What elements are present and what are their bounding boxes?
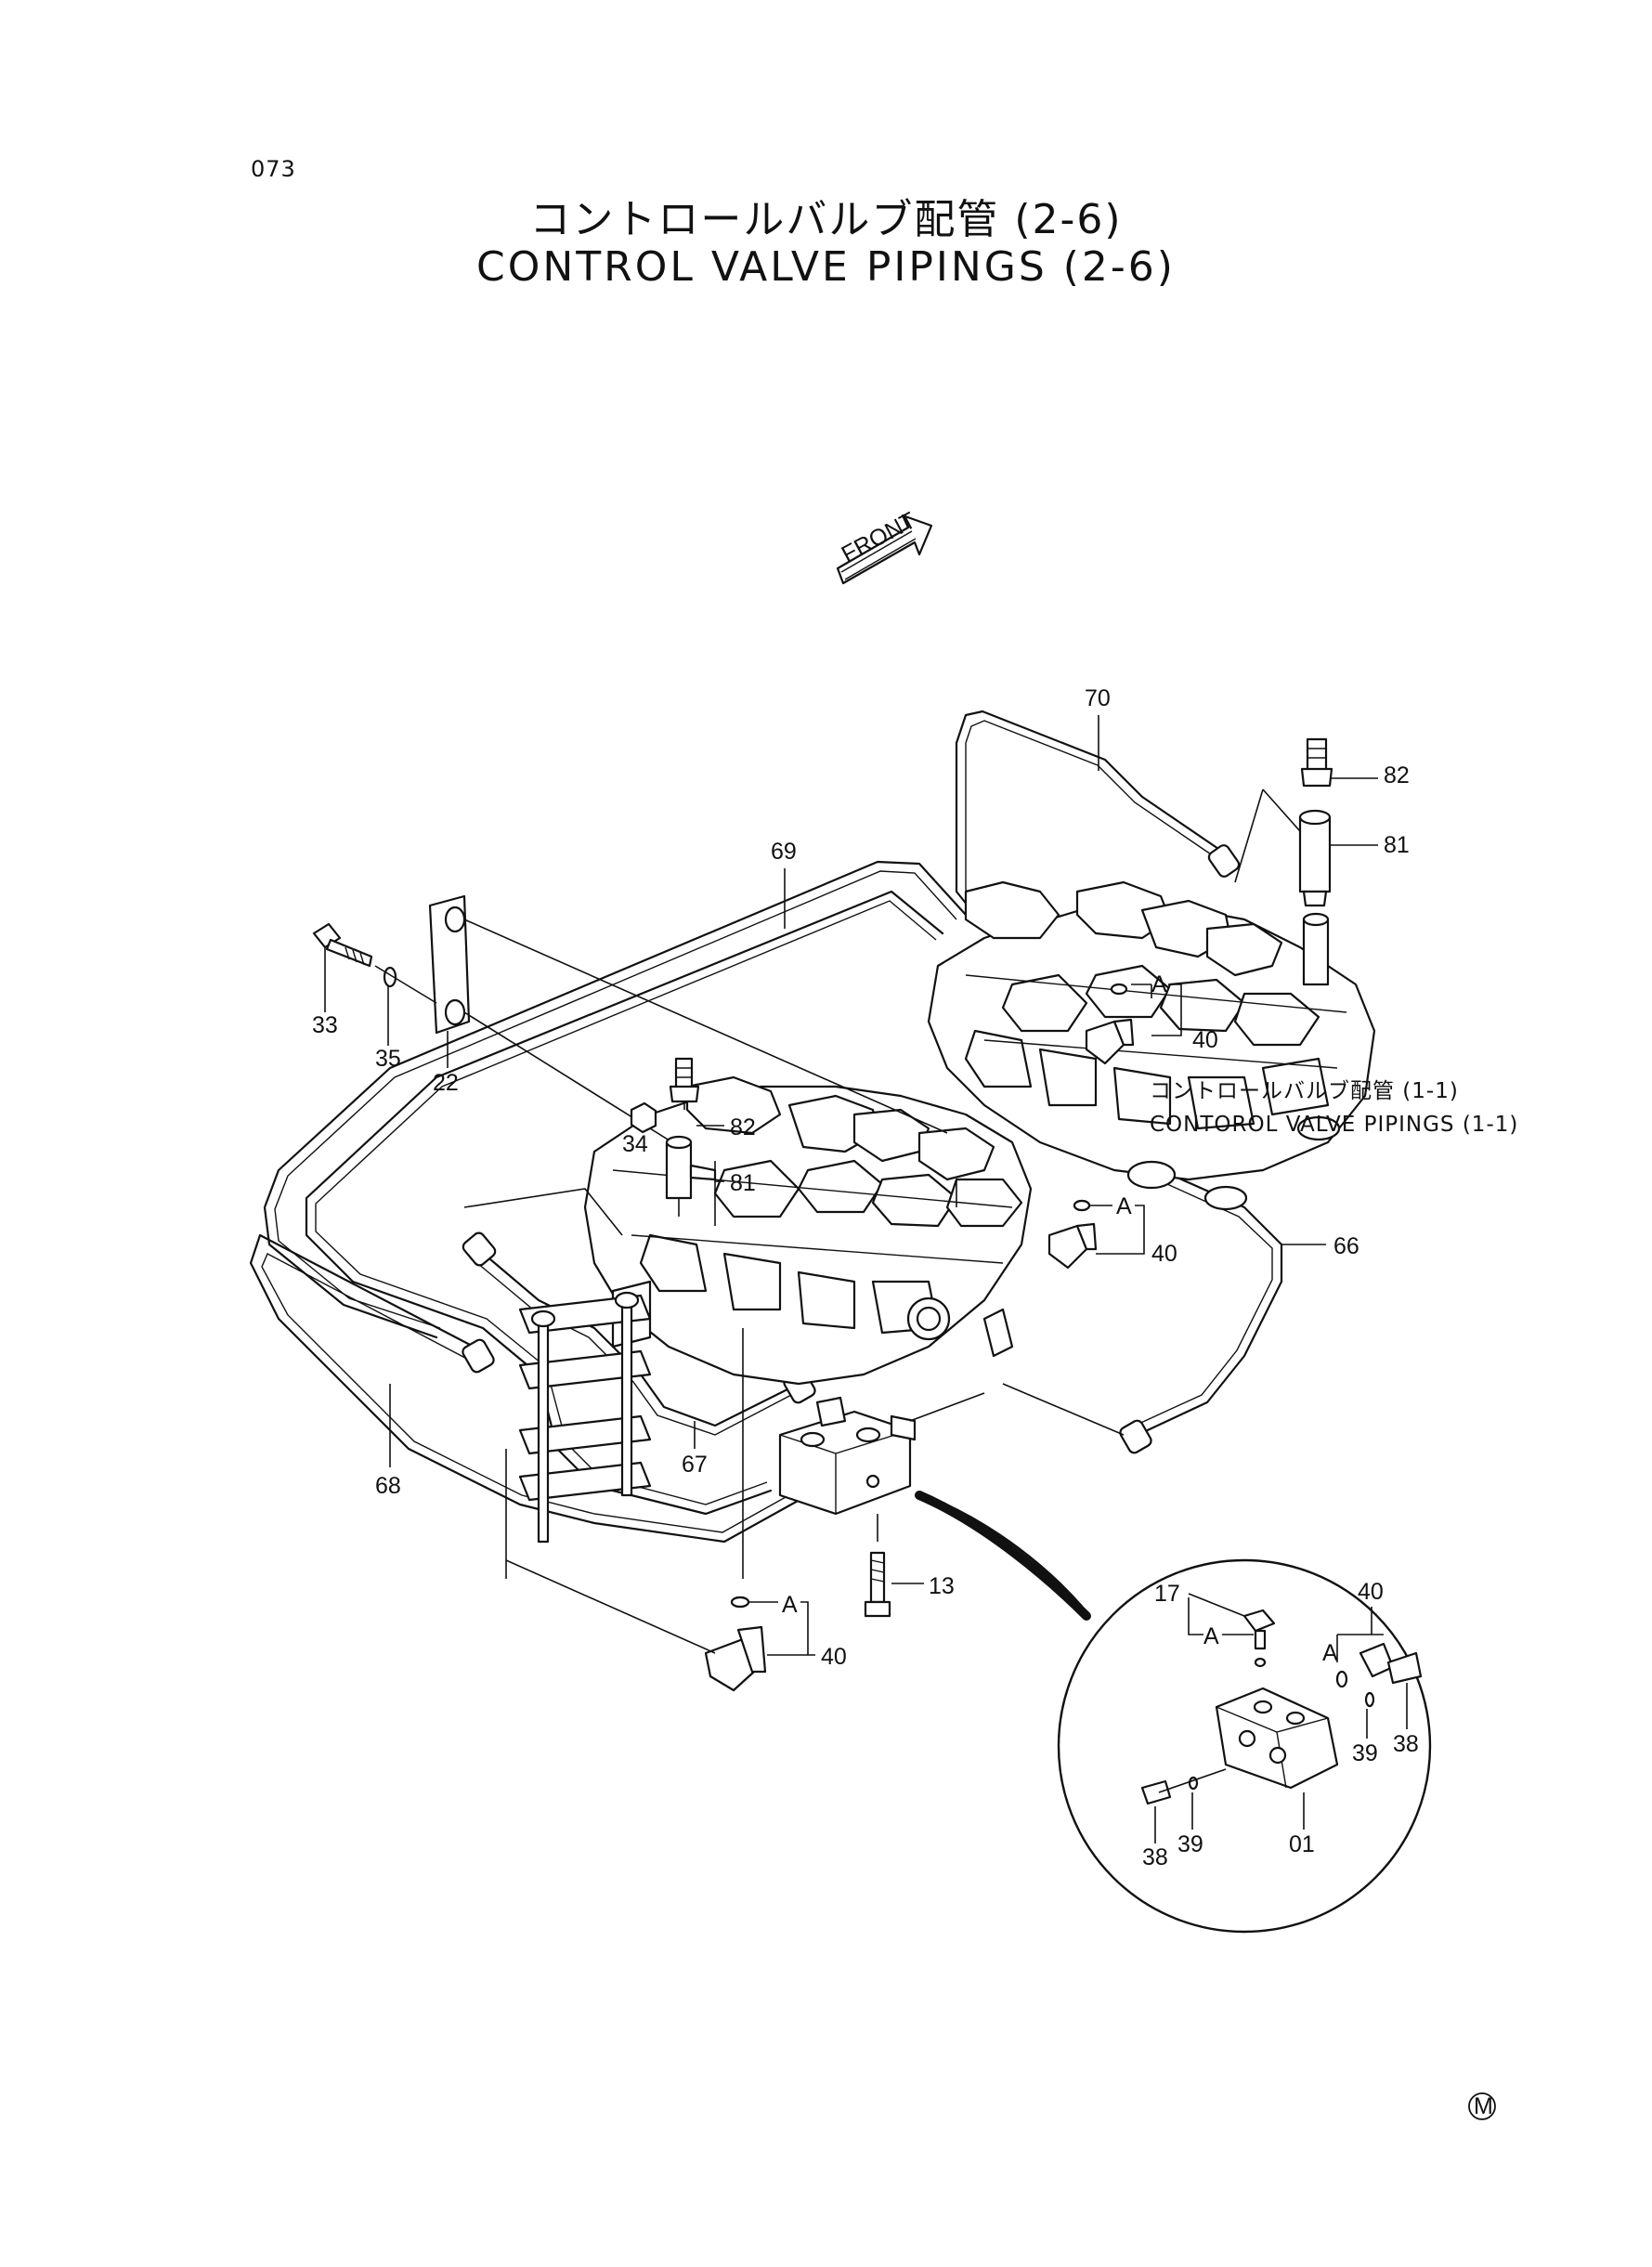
part-label-81-front: 81 xyxy=(730,1170,756,1196)
part-label-39-right: 39 xyxy=(1352,1740,1378,1766)
nut-34 xyxy=(630,1101,657,1134)
svg-text:A: A xyxy=(1116,1193,1132,1219)
part-label-67: 67 xyxy=(682,1452,708,1478)
part-label-22: 22 xyxy=(433,1070,459,1096)
elbow-40-middle xyxy=(1047,1199,1098,1270)
part-label-69: 69 xyxy=(771,839,797,865)
callout-a-rear: A xyxy=(1131,971,1182,1036)
front-arrow: FRONT xyxy=(836,507,933,585)
footer-m-mark: M xyxy=(1468,2092,1496,2120)
bracket-22 xyxy=(428,894,948,1153)
fitting-81-rear xyxy=(1234,788,1332,986)
part-label-35: 35 xyxy=(375,1046,401,1072)
callout-a-lower: A xyxy=(730,1592,809,1655)
part-label-40-lower: 40 xyxy=(821,1644,847,1670)
reference-note-japanese: コントロールバルブ配管 (1-1) xyxy=(1150,1079,1459,1103)
part-label-38-left: 38 xyxy=(1142,1844,1168,1870)
svg-text:A: A xyxy=(1151,971,1167,997)
part-label-39-left: 39 xyxy=(1177,1831,1203,1857)
part-label-82-front: 82 xyxy=(730,1114,756,1140)
title-english: CONTROL VALVE PIPINGS (2-6) xyxy=(476,243,1176,291)
part-label-66: 66 xyxy=(1333,1233,1359,1259)
svg-text:A: A xyxy=(1203,1623,1219,1649)
elbow-40-lower xyxy=(704,1596,767,1692)
fitting-82-front xyxy=(669,1057,700,1110)
elbow-40-rear xyxy=(1085,983,1135,1065)
detail-circle xyxy=(915,1491,1432,1934)
bolt-13 xyxy=(864,1514,924,1618)
part-label-33: 33 xyxy=(312,1012,338,1038)
part-label-70: 70 xyxy=(1085,685,1111,711)
pipe-clamp-stack xyxy=(505,1291,716,1654)
part-label-13: 13 xyxy=(929,1573,955,1599)
part-label-01: 01 xyxy=(1289,1831,1315,1857)
callout-a-detail-right: A xyxy=(1322,1640,1338,1666)
svg-text:A: A xyxy=(1322,1640,1338,1666)
callout-a-detail-top: A xyxy=(1188,1597,1254,1649)
part-label-68: 68 xyxy=(375,1473,401,1499)
footer-m-label: M xyxy=(1474,2093,1493,2119)
part-label-40-rear: 40 xyxy=(1192,1027,1218,1053)
svg-text:A: A xyxy=(782,1592,798,1618)
bolt-33 xyxy=(312,922,373,968)
part-label-17: 17 xyxy=(1154,1581,1180,1607)
control-valve-front xyxy=(583,1075,1033,1386)
page-number: 073 xyxy=(251,156,296,182)
leader-lines xyxy=(463,1161,1125,1579)
callout-a-middle: A xyxy=(1073,1193,1145,1255)
part-label-40-detail: 40 xyxy=(1358,1579,1384,1605)
title-japanese: コントロールバルブ配管 (2-6) xyxy=(529,196,1123,243)
washer-35 xyxy=(374,965,437,1004)
part-label-34: 34 xyxy=(622,1131,648,1157)
junction-block xyxy=(778,1396,917,1516)
part-label-38-right: 38 xyxy=(1393,1731,1419,1757)
control-valve-rear xyxy=(927,880,1376,1211)
pipe-68 xyxy=(249,1233,810,1544)
part-label-82-rear: 82 xyxy=(1384,762,1410,788)
reference-note-english: CONTOROL VALVE PIPINGS (1-1) xyxy=(1150,1113,1518,1137)
part-label-40-middle: 40 xyxy=(1151,1241,1177,1267)
part-label-81-rear: 81 xyxy=(1384,832,1410,858)
fitting-82-rear xyxy=(1300,737,1333,788)
